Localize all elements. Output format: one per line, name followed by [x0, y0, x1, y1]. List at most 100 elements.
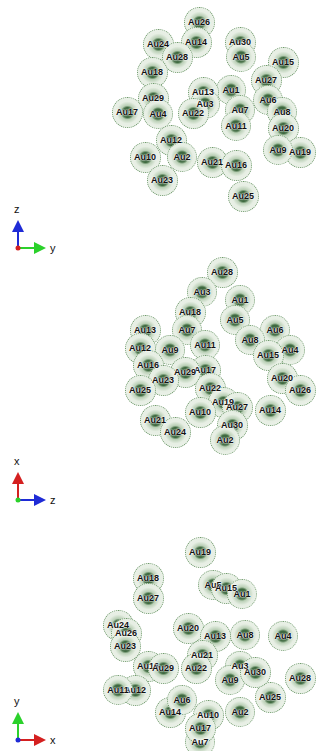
atom-label: Au11: [107, 685, 129, 695]
atom-label: Au24: [147, 39, 169, 49]
atom-label: Au2: [216, 435, 233, 445]
atom-label: Au17: [116, 107, 138, 117]
atom-label: Au1: [222, 85, 239, 95]
atom-label: Au2: [173, 152, 190, 162]
atom-label: Au21: [191, 650, 213, 660]
atom-sphere: Au19: [185, 537, 216, 568]
atom-label: Au7: [191, 737, 208, 747]
atom-label: Au26: [188, 17, 210, 27]
atom-label: Au21: [201, 157, 223, 167]
atom-label: Au27: [137, 593, 159, 603]
atom-sphere: Au17: [112, 97, 143, 128]
atom-label: Au10: [197, 710, 219, 720]
atom-label: Au28: [166, 52, 188, 62]
atom-label: Au13: [134, 325, 156, 335]
axis-label: y: [50, 242, 56, 254]
atom-label: Au14: [259, 405, 281, 415]
atom-label: Au14: [185, 37, 207, 47]
atom-label: Au29: [142, 93, 164, 103]
atom-label: Au4: [274, 631, 291, 641]
atom-sphere: Au25: [228, 181, 259, 212]
atom-label: Au3: [193, 287, 210, 297]
atom-label: Au11: [194, 340, 216, 350]
axis-label: y: [14, 695, 20, 707]
atom-label: Au8: [241, 335, 258, 345]
atom-label: Au10: [189, 407, 211, 417]
atom-label: Au24: [164, 427, 186, 437]
atom-label: Au12: [129, 343, 151, 353]
atom-sphere: Au9: [263, 135, 293, 165]
atom-label: Au22: [199, 383, 221, 393]
atom-label: Au9: [161, 345, 178, 355]
atom-label: Au18: [141, 67, 163, 77]
atom-label: Au25: [259, 692, 281, 702]
atom-label: Au29: [152, 663, 174, 673]
atom-label: Au8: [273, 107, 290, 117]
axis-label: x: [50, 734, 56, 746]
atom-label: Au25: [129, 385, 151, 395]
axis-label: z: [14, 203, 20, 215]
atom-label: Au7: [231, 105, 248, 115]
atom-label: Au19: [289, 147, 311, 157]
atom-sphere: Au10: [185, 397, 216, 428]
atom-sphere: Au14: [255, 395, 286, 426]
atom-label: Au18: [179, 307, 201, 317]
atom-label: Au4: [149, 109, 166, 119]
atom-label: Au28: [211, 267, 233, 277]
atom-label: Au16: [225, 160, 247, 170]
atom-label: Au13: [192, 87, 214, 97]
atom-label: Au23: [114, 641, 136, 651]
atom-label: Au5: [232, 52, 249, 62]
atom-label: Au27: [255, 75, 277, 85]
atom-label: Au5: [226, 315, 243, 325]
atom-sphere: Au11: [103, 675, 133, 705]
atom-label: Au21: [144, 415, 166, 425]
atom-label: Au16: [137, 360, 159, 370]
atom-label: Au15: [272, 57, 294, 67]
atom-label: Au20: [177, 623, 199, 633]
atom-sphere: Au25: [125, 375, 156, 406]
atom-label: Au4: [281, 345, 298, 355]
atom-label: Au30: [221, 420, 243, 430]
atom-label: Au9: [221, 675, 238, 685]
atom-label: Au22: [182, 108, 204, 118]
atom-label: Au15: [257, 350, 279, 360]
atom-sphere: Au4: [268, 621, 298, 651]
atom-label: Au8: [236, 630, 253, 640]
atom-label: Au25: [232, 191, 254, 201]
axis-triad: [16, 474, 45, 503]
atom-label: Au29: [174, 367, 196, 377]
atom-sphere: Au8: [230, 620, 260, 650]
atom-sphere: Au23: [147, 165, 178, 196]
atom-label: Au7: [178, 325, 195, 335]
atom-label: Au22: [185, 663, 207, 673]
atom-sphere: Au27: [133, 583, 164, 614]
atom-label: Au20: [272, 123, 294, 133]
atom-sphere: Au28: [285, 663, 316, 694]
atom-label: Au26: [115, 628, 137, 638]
axis-triad: [16, 222, 45, 251]
atom-sphere: Au29: [148, 653, 179, 684]
atom-label: Au26: [289, 385, 311, 395]
atom-label: Au23: [151, 175, 173, 185]
atom-label: Au1: [233, 589, 250, 599]
atom-label: Au18: [137, 573, 159, 583]
atom-label: Au1: [231, 295, 248, 305]
atom-label: Au10: [134, 152, 156, 162]
atom-label: Au27: [226, 402, 248, 412]
atom-label: Au9: [269, 145, 286, 155]
axis-label: x: [14, 455, 20, 467]
atom-label: Au2: [231, 707, 248, 717]
atom-label: Au20: [271, 373, 293, 383]
atom-label: Au3: [196, 99, 213, 109]
atom-label: Au17: [189, 723, 211, 733]
atom-label: Au30: [244, 667, 266, 677]
atom-sphere: Au2: [225, 697, 255, 727]
atom-label: Au30: [229, 37, 251, 47]
atom-label: Au19: [189, 547, 211, 557]
axis-label: z: [50, 494, 56, 506]
atom-label: Au12: [160, 135, 182, 145]
atom-label: Au6: [173, 695, 190, 705]
axis-triad: [16, 714, 45, 743]
